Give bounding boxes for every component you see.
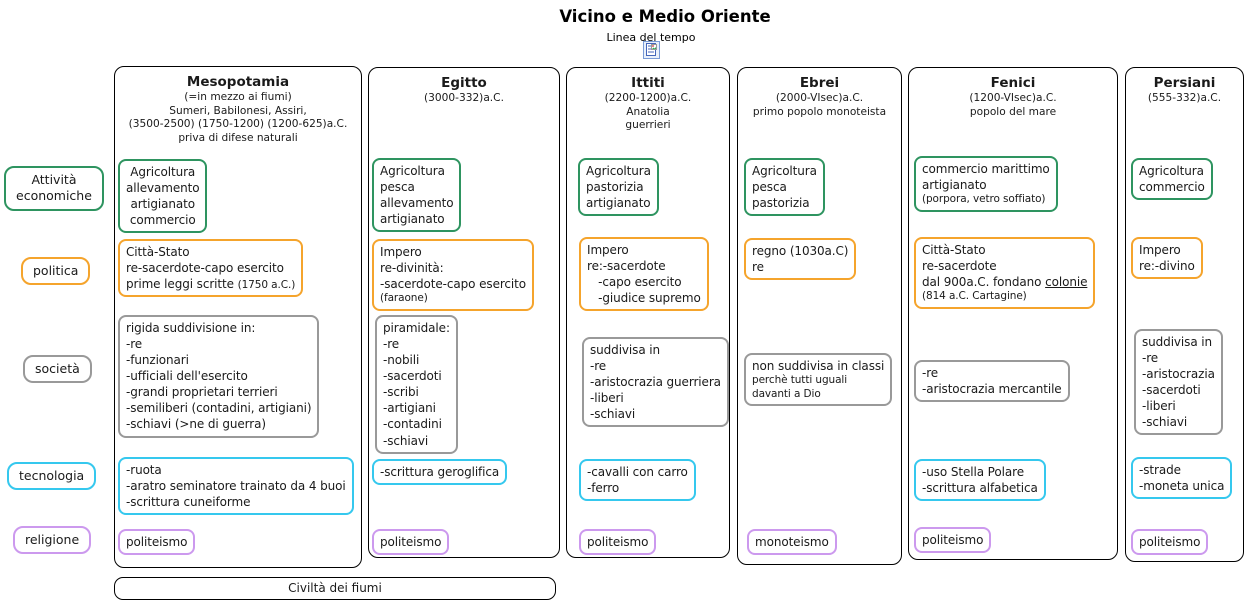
column-title: Mesopotamia	[186, 74, 290, 90]
column-title: Ittiti	[631, 75, 665, 91]
box-egitto-technology: -scrittura geroglifica	[372, 459, 508, 486]
box-ittiti-technology: -cavalli con carro -ferro	[579, 459, 696, 502]
box-mesopotamia-religion: politeismo	[118, 529, 196, 556]
box-ittiti-politics: Impero re:-sacerdote -capo esercito -giu…	[579, 237, 709, 312]
box-text-small: (porpora, vetro soffiato)	[922, 193, 1046, 206]
box-text: monoteismo	[755, 535, 829, 549]
timeline-label: Linea del tempo	[606, 31, 696, 44]
box-text: Agricoltura allevamento artigianato comm…	[126, 165, 200, 228]
box-ebrei-politics: regno (1030a.C) re	[744, 238, 857, 281]
column-ebrei: Ebrei (2000-VIsec)a.C. primo popolo mono…	[737, 67, 902, 565]
box-fenici-economy: commercio marittimo artigianato(porpora,…	[914, 156, 1058, 212]
row-label-politica: politica	[21, 257, 91, 286]
box-text: politeismo	[922, 533, 984, 547]
box-text-small: (814 a.C. Cartagine)	[922, 290, 1027, 303]
box-text: Impero re:-sacerdote -capo esercito -giu…	[587, 243, 701, 306]
box-fenici-politics: Città-Stato re-sacerdote dal 900a.C. fon…	[914, 237, 1096, 309]
box-mesopotamia-technology: -ruota -aratro seminatore trainato da 4 …	[118, 457, 354, 516]
box-ittiti-economy: Agricoltura pastorizia artigianato	[578, 158, 659, 217]
box-text: politeismo	[126, 535, 188, 549]
box-persiani-society: suddivisa in -re -aristocrazia -sacerdot…	[1134, 329, 1223, 436]
box-text: Agricoltura pastorizia artigianato	[586, 164, 651, 211]
column-subtitle: (555-332)a.C.	[1147, 92, 1222, 104]
box-text: piramidale: -re -nobili -sacerdoti -scri…	[383, 321, 450, 448]
box-ebrei-economy: Agricoltura pesca pastorizia	[744, 158, 825, 217]
box-text-small: perchè tutti uguali davanti a Dio	[752, 374, 848, 400]
box-ittiti-religion: politeismo	[579, 529, 657, 556]
box-ittiti-society: suddivisa in -re -aristocrazia guerriera…	[582, 337, 729, 428]
box-text: -ruota -aratro seminatore trainato da 4 …	[126, 463, 346, 510]
box-fenici-society: -re -aristocrazia mercantile	[914, 360, 1070, 403]
box-text: Agricoltura pesca allevamento artigianat…	[380, 164, 454, 227]
box-text: -re -aristocrazia mercantile	[922, 366, 1062, 397]
box-text: Impero re-divinità: -sacerdote-capo eser…	[380, 245, 527, 292]
box-text: Città-Stato re-sacerdote-capo esercito p…	[126, 245, 284, 292]
box-text-small: (faraone)	[380, 292, 428, 305]
column-subtitle: (=in mezzo ai fiumi) Sumeri, Babilonesi,…	[128, 91, 348, 144]
box-persiani-economy: Agricoltura commercio	[1131, 158, 1213, 201]
box-persiani-technology: -strade -moneta unica	[1131, 457, 1233, 500]
row-label-tecnologia: tecnologia	[7, 462, 97, 491]
box-text-small: (1750 a.C.)	[237, 279, 296, 292]
page-title: Vicino e Medio Oriente	[559, 7, 771, 26]
box-text: Città-Stato re-sacerdote dal 900a.C. fon…	[922, 243, 1042, 290]
box-text: -scrittura geroglifica	[380, 465, 500, 479]
column-subtitle: (2200-1200)a.C. Anatolia guerrieri	[604, 92, 692, 132]
box-mesopotamia-society: rigida suddivisione in: -re -funzionari …	[118, 315, 320, 438]
column-subtitle: (2000-VIsec)a.C. primo popolo monoteista	[752, 92, 887, 118]
box-text: politeismo	[587, 535, 649, 549]
box-mesopotamia-economy: Agricoltura allevamento artigianato comm…	[118, 159, 208, 234]
image-attachment-icon	[643, 41, 660, 59]
box-text: -strade -moneta unica	[1139, 463, 1225, 494]
box-egitto-politics: Impero re-divinità: -sacerdote-capo eser…	[372, 239, 535, 311]
box-persiani-politics: Impero re:-divino	[1131, 237, 1203, 280]
column-title: Fenici	[990, 75, 1036, 91]
box-text: non suddivisa in classi	[752, 359, 885, 373]
box-text: suddivisa in -re -aristocrazia guerriera…	[590, 343, 721, 422]
box-fenici-religion: politeismo	[914, 527, 992, 554]
column-title: Egitto	[441, 75, 487, 91]
box-mesopotamia-politics: Città-Stato re-sacerdote-capo esercito p…	[118, 239, 304, 298]
box-egitto-economy: Agricoltura pesca allevamento artigianat…	[372, 158, 462, 233]
column-title: Persiani	[1153, 75, 1216, 91]
box-text-underline: colonie	[1045, 275, 1088, 290]
footer-civilta-dei-fiumi: Civiltà dei fiumi	[114, 577, 556, 600]
box-egitto-society: piramidale: -re -nobili -sacerdoti -scri…	[375, 315, 458, 454]
box-text: Impero re:-divino	[1139, 243, 1195, 274]
box-text: politeismo	[1139, 535, 1201, 549]
column-title: Ebrei	[799, 75, 840, 91]
box-text: rigida suddivisione in: -re -funzionari …	[126, 321, 312, 432]
column-subtitle: (3000-332)a.C.	[424, 92, 504, 104]
box-text: suddivisa in -re -aristocrazia -sacerdot…	[1142, 335, 1215, 430]
box-text: -uso Stella Polare -scrittura alfabetica	[922, 465, 1038, 496]
row-label-attivita-economiche: Attività economiche	[4, 166, 104, 211]
box-text: -cavalli con carro -ferro	[587, 465, 688, 496]
timeline-attachment-icon[interactable]	[643, 41, 660, 59]
box-text: regno (1030a.C) re	[752, 244, 849, 275]
box-text: politeismo	[380, 535, 442, 549]
box-egitto-religion: politeismo	[372, 529, 450, 556]
row-label-societa: società	[23, 355, 92, 384]
row-label-religione: religione	[13, 526, 92, 555]
box-fenici-technology: -uso Stella Polare -scrittura alfabetica	[914, 459, 1046, 502]
box-text: commercio marittimo artigianato	[922, 162, 1050, 193]
box-text: Agricoltura pesca pastorizia	[752, 164, 817, 211]
column-subtitle: (1200-VIsec)a.C. popolo del mare	[969, 92, 1057, 118]
box-ebrei-religion: monoteismo	[747, 529, 837, 556]
box-persiani-religion: politeismo	[1131, 529, 1209, 556]
box-text: Agricoltura commercio	[1139, 164, 1205, 195]
